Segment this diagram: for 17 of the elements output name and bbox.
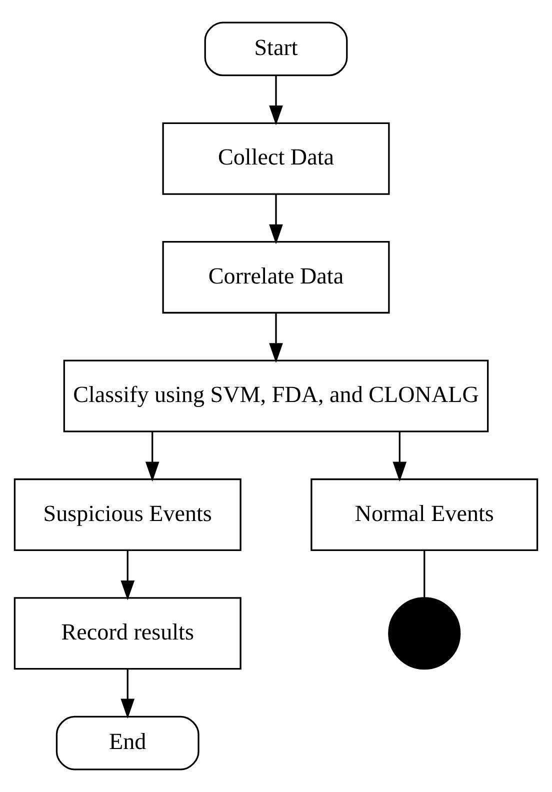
node-box: End <box>56 716 200 770</box>
arrow <box>392 432 407 482</box>
arrow <box>145 432 160 482</box>
node-box: Record results <box>14 597 242 670</box>
connector <box>424 550 426 598</box>
arrow <box>120 550 135 600</box>
arrow <box>269 76 283 126</box>
node-box: Correlate Data <box>162 241 390 314</box>
node-box: Start <box>204 22 348 76</box>
node-circle <box>388 597 461 670</box>
node-box: Classify using SVM, FDA, and CLONALG <box>63 360 489 432</box>
arrow <box>269 194 283 244</box>
arrow <box>120 669 135 719</box>
node-box: Normal Events <box>310 478 538 551</box>
node-box: Collect Data <box>162 122 390 195</box>
arrow <box>269 312 283 363</box>
node-box: Suspicious Events <box>14 478 242 551</box>
